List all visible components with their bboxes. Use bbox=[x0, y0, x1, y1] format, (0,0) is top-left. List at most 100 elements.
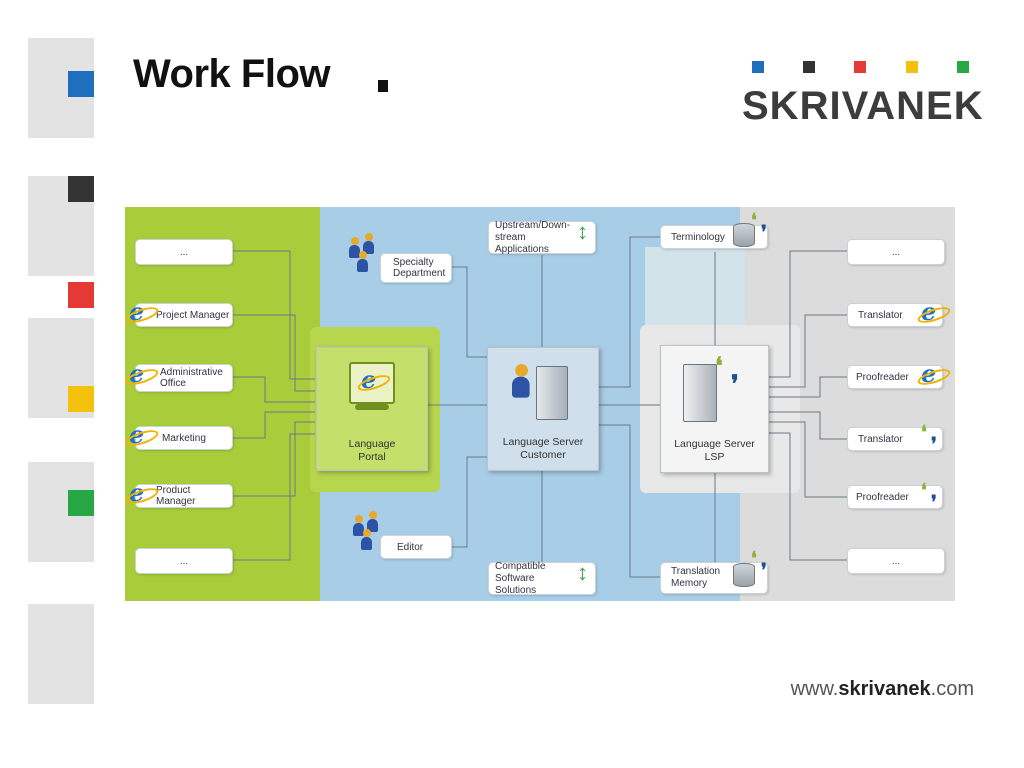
person-icon bbox=[367, 511, 378, 533]
editor-label: Editor bbox=[397, 541, 424, 553]
sidebar-square-blue bbox=[68, 71, 94, 97]
quote-icon: ❛ bbox=[921, 422, 927, 443]
person-icon bbox=[357, 251, 368, 273]
ie-icon: e bbox=[129, 297, 145, 326]
ie-icon: e bbox=[921, 359, 937, 388]
quote-icon: ❜ bbox=[931, 492, 937, 513]
logo-text: SKRIVANEK bbox=[742, 84, 984, 128]
client-zone bbox=[125, 207, 320, 601]
right-item-box: Proofreader bbox=[847, 485, 943, 509]
database-icon bbox=[733, 563, 755, 587]
connector-line bbox=[597, 236, 660, 388]
person-icon bbox=[512, 364, 530, 399]
quote-icon: ❜ bbox=[931, 434, 937, 455]
hub-label: Language Server LSP bbox=[674, 438, 755, 463]
page-title: Work Flow bbox=[133, 52, 330, 96]
footer-url[interactable]: www.skrivanek.com bbox=[791, 678, 974, 701]
ie-icon: e bbox=[129, 420, 145, 449]
url-brand: skrivanek bbox=[838, 678, 931, 700]
right-item-label: Translator bbox=[858, 309, 903, 321]
person-icon bbox=[349, 237, 360, 259]
language-server-lsp-hub: ❛ ❜ Language Server LSP bbox=[660, 345, 769, 473]
logo-square-green bbox=[957, 61, 969, 73]
specialty-department-box: Specialty Department bbox=[380, 253, 452, 283]
logo-square-yellow bbox=[906, 61, 918, 73]
specialty-label: Specialty Department bbox=[393, 257, 446, 279]
connector-line bbox=[233, 433, 315, 561]
upstream-label: Upstream/Down-stream Applications bbox=[495, 219, 571, 255]
quote-icon: ❛ bbox=[751, 548, 757, 569]
monitor-stand bbox=[355, 404, 389, 410]
left-item-label: ... bbox=[179, 555, 189, 567]
right-item-label: Proofreader bbox=[856, 371, 909, 383]
connector-line bbox=[233, 314, 315, 392]
connector-line bbox=[767, 421, 847, 498]
right-item-label: ... bbox=[891, 246, 901, 258]
hub-label: Language Portal bbox=[348, 438, 396, 463]
person-icon bbox=[363, 233, 374, 255]
connector-line bbox=[767, 376, 847, 398]
logo-square-red bbox=[854, 61, 866, 73]
sidebar-block bbox=[28, 604, 94, 704]
connector-line bbox=[767, 411, 847, 440]
logo-square-black bbox=[803, 61, 815, 73]
ie-icon: e bbox=[129, 478, 145, 507]
connector-line bbox=[233, 411, 315, 439]
sidebar-square-red bbox=[68, 282, 94, 308]
quote-icon: ❜ bbox=[761, 222, 767, 243]
connector-line bbox=[767, 432, 847, 561]
language-portal-hub: e Language Portal bbox=[316, 347, 428, 471]
connector-lines bbox=[233, 236, 847, 578]
quote-icon: ❛ bbox=[715, 351, 723, 380]
right-item-box: Translator bbox=[847, 427, 943, 451]
sync-arrows-icon: ↕ bbox=[577, 560, 588, 585]
left-item-label: ... bbox=[179, 246, 189, 258]
quote-icon: ❛ bbox=[921, 480, 927, 501]
left-item-label: Administrative Office bbox=[160, 367, 223, 389]
title-bullet bbox=[378, 80, 388, 92]
database-icon bbox=[733, 223, 755, 247]
server-icon bbox=[683, 364, 717, 422]
connector-line bbox=[233, 376, 315, 403]
quote-icon: ❜ bbox=[761, 560, 767, 581]
connector-line bbox=[452, 266, 487, 358]
sidebar-square-green bbox=[68, 490, 94, 516]
quote-icon: ❛ bbox=[751, 210, 757, 231]
hub-label: Language Server Customer bbox=[502, 436, 584, 461]
sidebar-square-yellow bbox=[68, 386, 94, 412]
connector-line bbox=[452, 456, 487, 548]
right-item-label: Translator bbox=[858, 433, 903, 445]
logo-square-blue bbox=[752, 61, 764, 73]
compatible-software-box: Compatible Software Solutions bbox=[488, 560, 596, 596]
left-item-box: ... bbox=[135, 239, 233, 265]
connector-line bbox=[767, 314, 847, 388]
translation-memory-label: Translation Memory bbox=[671, 566, 721, 589]
sync-arrows-icon: ↕ bbox=[577, 219, 588, 244]
server-icon bbox=[536, 366, 568, 420]
workflow-diagram: ... Project Manager Administrative Offic… bbox=[125, 207, 955, 601]
ie-icon: e bbox=[129, 359, 145, 388]
left-item-box: ... bbox=[135, 548, 233, 574]
ie-icon: e bbox=[361, 365, 377, 394]
ie-icon: e bbox=[921, 297, 937, 326]
connector-line bbox=[233, 421, 315, 497]
person-icon bbox=[353, 515, 364, 537]
left-item-label: Marketing bbox=[162, 432, 206, 444]
url-suffix: .com bbox=[930, 678, 974, 700]
right-item-box: ... bbox=[847, 239, 945, 265]
terminology-label: Terminology bbox=[671, 231, 725, 243]
url-prefix: www. bbox=[790, 678, 839, 700]
left-item-label: Product Manager bbox=[156, 485, 196, 507]
sidebar-square-black bbox=[68, 176, 94, 202]
upstream-applications-box: Upstream/Down-stream Applications bbox=[488, 219, 596, 255]
right-item-label: ... bbox=[891, 555, 901, 567]
connector-line bbox=[767, 250, 847, 378]
quote-icon: ❜ bbox=[731, 369, 739, 398]
language-server-customer-hub: Language Server Customer bbox=[487, 347, 599, 471]
right-item-box: ... bbox=[847, 548, 945, 574]
compatible-label: Compatible Software Solutions bbox=[495, 560, 546, 596]
right-item-label: Proofreader bbox=[856, 491, 909, 503]
person-icon bbox=[361, 529, 372, 551]
editor-box: Editor bbox=[380, 535, 452, 559]
connector-line bbox=[597, 424, 660, 578]
